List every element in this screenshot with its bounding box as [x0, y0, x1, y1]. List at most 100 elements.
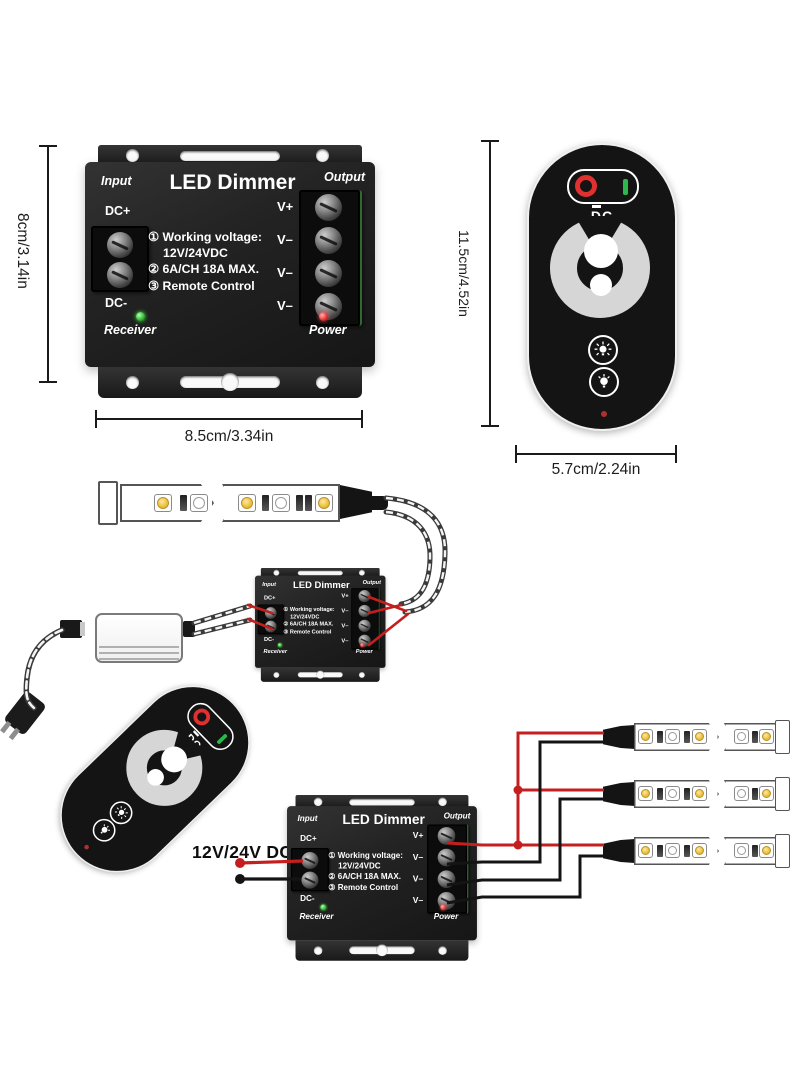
led-dimmer-controller-main: Input LED Dimmer Output DC+ DC- ① Workin… [85, 145, 375, 400]
strip-connector [340, 485, 372, 519]
mounting-slot-center [316, 670, 325, 679]
input-terminal-block [257, 604, 284, 635]
touch-remote-main: DC [527, 143, 677, 431]
mounting-hole [126, 376, 139, 389]
terminal-label-v-minus: V– [341, 607, 349, 614]
spec-line-4: ③ Remote Control [283, 628, 332, 635]
strip-segment [724, 723, 777, 751]
led-dimmer-controller-bottom: Input LED Dimmer Output DC+ DC- ① Workin… [287, 795, 477, 962]
strip-connector [603, 725, 635, 749]
led-chip [692, 729, 707, 744]
strip-component [305, 495, 312, 511]
terminal-label-v-minus: V– [341, 636, 349, 644]
led-chip [190, 494, 208, 512]
strip-segment [634, 780, 719, 808]
output-terminal-block [427, 824, 469, 914]
strip-component [684, 788, 690, 800]
power-adapter [95, 613, 183, 663]
terminal-screw [301, 871, 319, 889]
mounting-flange-top [98, 145, 362, 167]
dimension-line-controller-width [95, 410, 363, 428]
strip-end-cap [775, 777, 790, 811]
mounting-flange-bottom [295, 940, 469, 961]
mounting-hole [273, 671, 280, 678]
receiver-label: Receiver [104, 323, 157, 337]
terminal-label-v-minus: V– [277, 265, 293, 280]
strip-component [262, 495, 269, 511]
brightness-up-button [588, 335, 618, 365]
receiver-led [320, 904, 327, 911]
terminal-screw [437, 827, 456, 845]
led-strip-3 [603, 834, 790, 868]
output-terminal-block [351, 588, 380, 650]
mounting-slot [180, 151, 280, 161]
bulb-bright-icon [594, 341, 612, 356]
supply-voltage-label: 12V/24V DC [192, 842, 293, 862]
input-label: Input [101, 174, 132, 188]
strip-segment [634, 837, 719, 865]
led-chip [154, 494, 172, 512]
terminal-label-v-plus: V+ [277, 199, 294, 214]
terminal-screw [315, 260, 342, 287]
spec-line-2: 12V/24VDC [338, 861, 381, 871]
junction-dot [513, 785, 523, 795]
terminal-screw [315, 227, 342, 254]
terminal-screw [437, 848, 456, 867]
dc-plus-label: DC+ [264, 594, 276, 601]
device-title: LED Dimmer [342, 812, 425, 828]
adapter-dc-connector [60, 620, 82, 638]
adapter-ridge [99, 658, 179, 660]
strip-component [657, 731, 663, 743]
spec-line-4: ③ Remote Control [328, 882, 399, 892]
terminal-label-v-minus: V– [412, 873, 424, 884]
strip-component [180, 495, 187, 511]
terminal-label-v-plus: V+ [412, 830, 424, 841]
terminal-screw [358, 619, 371, 632]
mounting-flange-bottom [98, 367, 362, 398]
receiver-led [136, 312, 145, 321]
strip-segment [120, 484, 214, 522]
spec-line-1: ① Working voltage: [148, 230, 262, 244]
terminal-screw [107, 232, 133, 258]
power-label: Power [355, 648, 373, 655]
output-label: Output [362, 579, 381, 586]
brightness-up-button [104, 796, 138, 829]
mounting-flange-top [260, 568, 380, 578]
strip-component [684, 731, 690, 743]
mounting-slot-center [221, 373, 239, 391]
led-chip [734, 843, 749, 858]
dimension-line-controller-height [39, 145, 57, 383]
spec-line-2: 12V/24VDC [290, 613, 320, 620]
mounting-hole [273, 569, 280, 576]
strip-segment [724, 837, 777, 865]
mounting-slot [297, 570, 343, 576]
brightness-down-button [589, 367, 619, 397]
mounting-hole [438, 797, 447, 807]
led-chip [315, 494, 333, 512]
strip-segment [724, 780, 777, 808]
mounting-slot [349, 798, 415, 806]
output-label: Output [324, 170, 365, 184]
mounting-flange-top [295, 795, 469, 810]
dimension-label-controller-width: 8.5cm/3.34in [184, 428, 274, 445]
mounting-hole [313, 946, 323, 955]
strip-component [752, 845, 758, 857]
terminal-label-v-minus: V– [277, 298, 293, 313]
strip-segment [222, 484, 340, 522]
indicator-led [601, 411, 607, 417]
spec-text: ① Working voltage: 12V/24VDC ② 6A/CH 18A… [148, 229, 318, 294]
power-off-icon [189, 705, 214, 729]
mounting-hole [316, 376, 329, 389]
mounting-flange-bottom [260, 667, 380, 682]
dimension-label-controller-height: 8cm/3.14in [14, 213, 31, 289]
mounting-hole [313, 797, 323, 807]
terminal-screw [437, 870, 456, 889]
input-label: Input [297, 813, 318, 824]
power-label: Power [309, 323, 347, 337]
bulb-bright-icon [114, 805, 128, 820]
spec-line-1: ① Working voltage: [328, 850, 403, 860]
spec-line-1: ① Working voltage: [283, 606, 335, 613]
strip-end-cap [775, 720, 790, 754]
plug-prong [0, 720, 12, 734]
